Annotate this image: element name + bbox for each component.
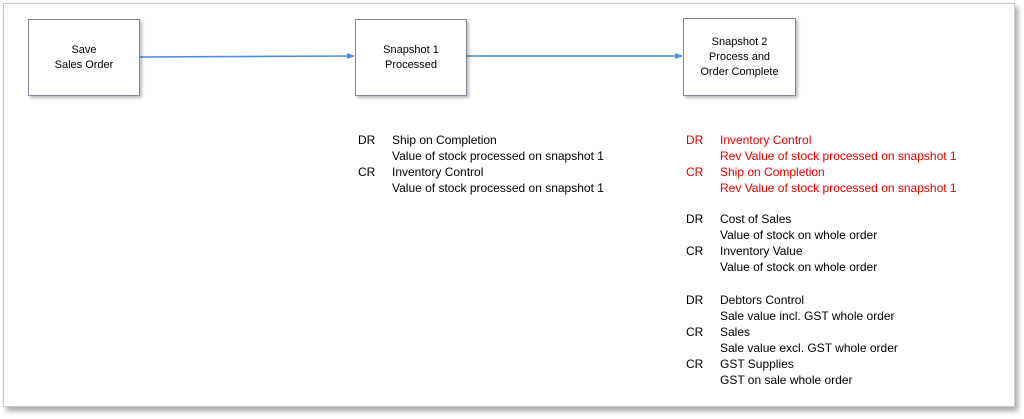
entry-account: Inventory Control	[392, 165, 484, 179]
entry-code: CR	[686, 357, 704, 371]
snapshot-2-box: Snapshot 2 Process and Order Complete	[683, 18, 796, 96]
entry-code: DR	[686, 133, 704, 147]
entry-account: Debtors Control	[720, 293, 805, 307]
entry-account: Sales	[720, 325, 751, 339]
snapshot-1-box: Snapshot 1 Processed	[355, 19, 467, 96]
entry-account: Ship on Completion	[392, 133, 497, 147]
entry-code: DR	[358, 133, 376, 147]
entry-description: Sale value incl. GST whole order	[720, 309, 895, 323]
entry-description: Value of stock on whole order	[720, 260, 878, 274]
entry-account: Inventory Value	[720, 244, 803, 258]
entry-description: Sale value excl. GST whole order	[720, 341, 898, 355]
entry-description: Rev Value of stock processed on snapshot…	[720, 181, 957, 195]
entry-account: Cost of Sales	[720, 212, 792, 226]
entry-code: CR	[686, 244, 704, 258]
entry-code: DR	[686, 212, 704, 226]
entry-description: Value of stock processed on snapshot 1	[392, 181, 604, 195]
entry-description: Value of stock processed on snapshot 1	[392, 149, 604, 163]
entry-code: CR	[686, 165, 704, 179]
entry-code: DR	[686, 293, 704, 307]
diagram-frame	[3, 3, 1015, 407]
entry-description: Rev Value of stock processed on snapshot…	[720, 149, 957, 163]
entry-account: Ship on Completion	[720, 165, 825, 179]
save-sales-order-box: Save Sales Order	[28, 19, 140, 96]
entry-description: Value of stock on whole order	[720, 228, 878, 242]
entry-account: GST Supplies	[720, 357, 794, 371]
entry-code: CR	[686, 325, 704, 339]
entry-description: GST on sale whole order	[720, 373, 853, 387]
entry-account: Inventory Control	[720, 133, 812, 147]
entry-code: CR	[358, 165, 376, 179]
